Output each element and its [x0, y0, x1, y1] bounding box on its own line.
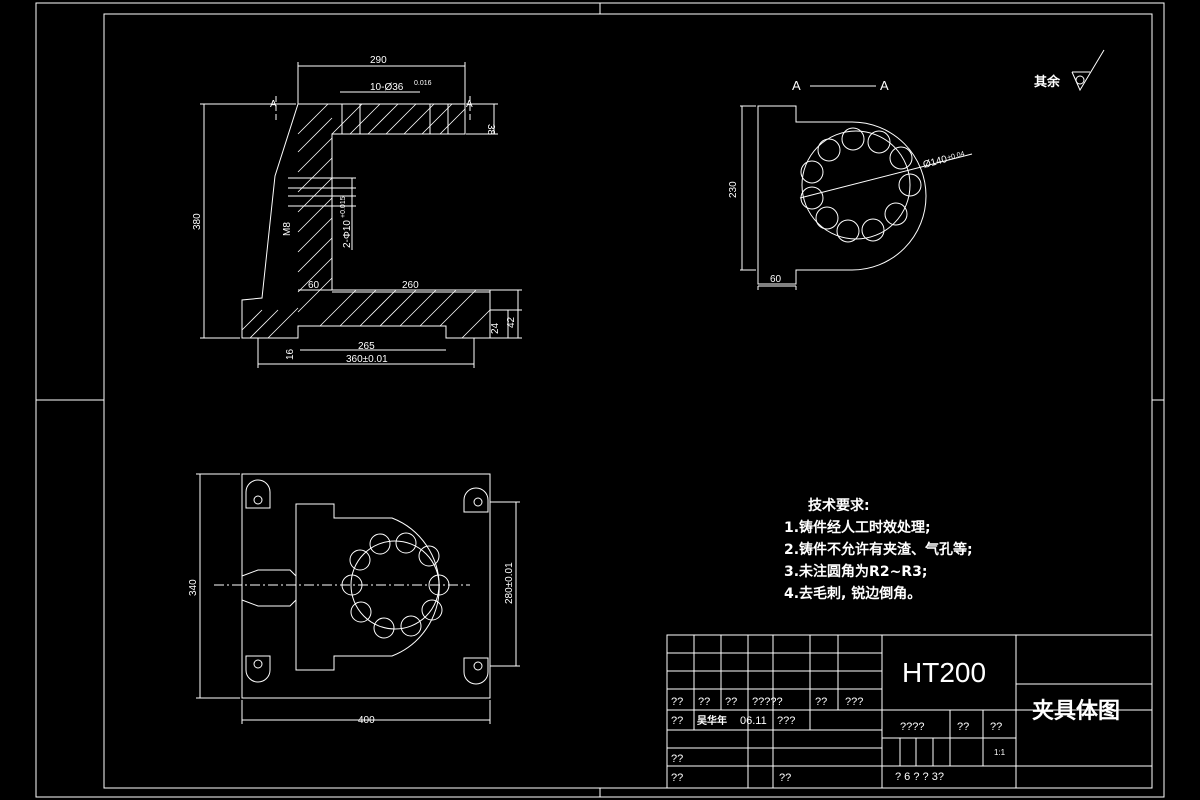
tech-item-1: 1.铸件经人工时效处理; [784, 519, 931, 536]
dim-top-width: 290 [370, 55, 387, 66]
surface-note: 其余 [1034, 74, 1061, 90]
elevation-view [200, 62, 522, 368]
dim-base-offset: 16 [285, 348, 296, 360]
section-view-text: A A 230 60 Ø140 ±0.04 [728, 78, 965, 285]
tech-title: 技术要求: [808, 497, 870, 514]
tb-sheet: ? 6 ? ? 3? [895, 771, 944, 783]
section-label-right: A [880, 78, 889, 93]
plan-dim-width: 400 [358, 715, 375, 726]
title-block-text: HT200 夹具体图 ?? ?? ?? ????? ?? ??? ?? 吴华年 … [671, 657, 1120, 784]
tech-item-2: 2.铸件不允许有夹渣、气孔等; [784, 541, 973, 558]
hatch-base [241, 289, 491, 339]
tb-scale-label: ?? [990, 721, 1002, 733]
roughness-symbol-icon [1071, 49, 1105, 92]
plan-view [196, 473, 520, 724]
dim-base-right: 260 [402, 280, 419, 291]
tb-r4-c1: ?? [671, 772, 683, 784]
dim-base-left: 60 [308, 280, 320, 291]
technical-requirements: 技术要求: 1.铸件经人工时效处理; 2.铸件不允许有夹渣、气孔等; 3.未注圆… [784, 497, 973, 602]
dim-bottom-inner: 265 [358, 341, 375, 352]
section-label-left: A [792, 78, 801, 93]
dim-holes: 10-Ø36 [370, 82, 404, 93]
tb-r1-c3: ?? [725, 696, 737, 708]
tb-r2-c1: ?? [671, 715, 683, 727]
dim-base-h1: 24 [490, 322, 501, 334]
tb-r3-c1: ?? [671, 753, 683, 765]
dim-thread: M8 [282, 222, 293, 236]
tb-scale: 1:1 [994, 748, 1006, 757]
dim-holes-tol: 0.016 [414, 80, 432, 87]
tb-designer: 吴华年 [697, 714, 727, 727]
section-mark-left: A [270, 99, 277, 110]
tb-r1-c5: ?? [815, 696, 827, 708]
surface-finish: 其余 [1034, 49, 1105, 92]
tb-date: 06.11 [740, 715, 767, 727]
dim-height-total: 380 [192, 213, 203, 230]
tech-item-4: 4.去毛刺, 锐边倒角。 [784, 585, 921, 602]
tb-r1-c2: ?? [698, 696, 710, 708]
plan-view-text: 340 400 280±0.01 [188, 562, 515, 726]
tb-r4-c2: ?? [779, 772, 791, 784]
bolt-circle [800, 127, 922, 243]
plan-dim-inner: 280±0.01 [504, 562, 515, 604]
plan-mount-holes [245, 479, 489, 685]
tb-r2-c4: ??? [777, 715, 795, 727]
drawing-title: 夹具体图 [1032, 699, 1120, 724]
tb-r1-c1: ?? [671, 696, 683, 708]
dim-bottom-total: 360±0.01 [346, 354, 388, 365]
dim-base-h2: 42 [506, 316, 517, 328]
section-view [740, 85, 973, 290]
section-dim-height: 230 [728, 181, 739, 198]
tb-r1-c4: ????? [752, 696, 783, 708]
section-mark-right: A [466, 99, 473, 110]
section-dim-diameter: Ø140 [922, 154, 949, 171]
tb-weight-label: ???? [900, 721, 924, 733]
plan-dim-height: 340 [188, 579, 199, 596]
section-dim-bottom: 60 [770, 274, 782, 285]
tech-item-3: 3.未注圆角为R2~R3; [784, 563, 927, 580]
sheet-frame [35, 2, 1165, 798]
dim-height-top: 38 [485, 124, 496, 136]
tb-mass-label: ?? [957, 721, 969, 733]
title-block [666, 634, 1153, 789]
section-dim-diameter-tol: ±0.04 [947, 151, 966, 162]
dim-bore: 2-Φ10 [342, 220, 353, 248]
elevation-dim-text: 290 10-Ø36 0.016 380 38 M8 2-Φ10 +0.015 … [192, 55, 517, 365]
dim-bore-tol: +0.015 [340, 196, 347, 218]
tb-r1-c6: ??? [845, 696, 863, 708]
hatch-top [331, 103, 466, 135]
material: HT200 [902, 657, 986, 688]
